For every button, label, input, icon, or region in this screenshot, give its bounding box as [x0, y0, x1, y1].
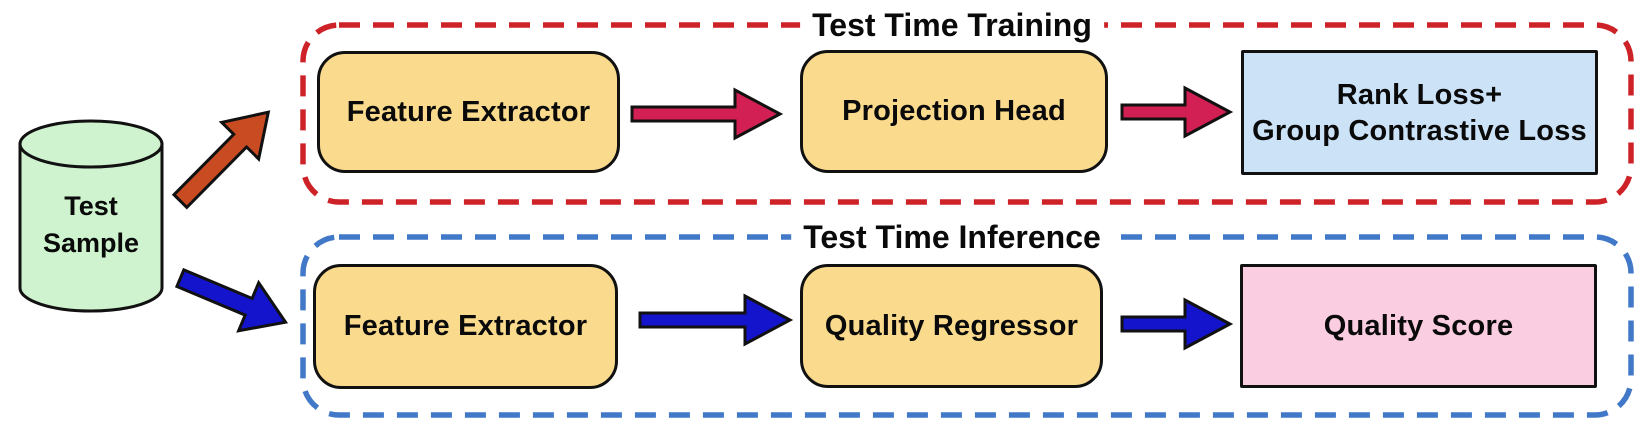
arrow-feature-to-regressor-icon [638, 293, 794, 347]
inference-group-title: Test Time Inference [791, 219, 1113, 255]
node-projection-head: Projection Head [800, 50, 1108, 173]
node-feature-extractor-training: Feature Extractor [317, 51, 620, 173]
training-group-title: Test Time Training [800, 7, 1104, 43]
node-quality-regressor: Quality Regressor [800, 264, 1103, 388]
arrow-to-training-icon [171, 110, 271, 210]
arrow-projection-to-loss-icon [1120, 85, 1234, 139]
database-cylinder-icon [18, 119, 164, 313]
arrow-to-inference-icon [174, 267, 289, 333]
arrow-regressor-to-score-icon [1120, 297, 1234, 351]
node-rank-group-contrastive-loss: Rank Loss+ Group Contrastive Loss [1241, 50, 1598, 175]
node-quality-score: Quality Score [1240, 264, 1597, 388]
node-feature-extractor-inference: Feature Extractor [313, 264, 618, 389]
test-sample-label: Test Sample [42, 191, 140, 258]
arrow-feature-to-projection-icon [630, 87, 784, 141]
